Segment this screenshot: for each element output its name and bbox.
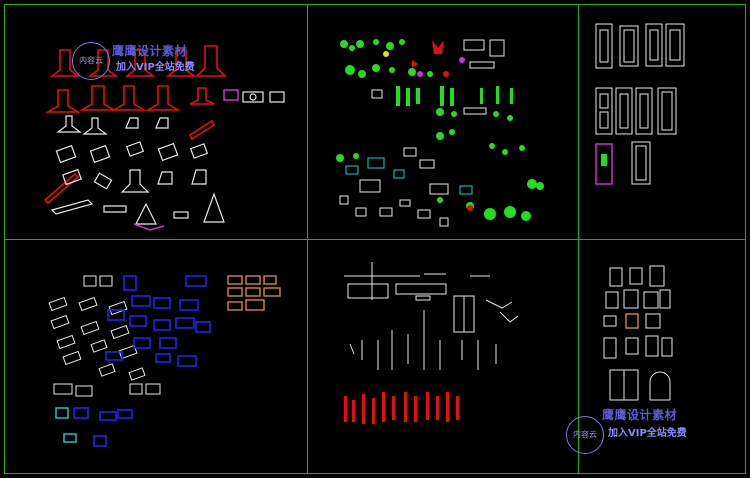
watermark-subtitle: 加入VIP全站免费 [608,428,687,439]
watermark-title: 鹰鹰设计素材 [602,408,678,422]
watermark-subtitle: 加入VIP全站免费 [116,62,195,73]
door-icon [595,23,685,185]
watermark-logo: 内容云 [72,42,110,80]
watermark-top: 内容云 鹰鹰设计素材 加入VIP全站免费 [62,40,212,80]
sink-icon [48,275,281,447]
plant-icon [336,39,544,227]
range-hood-icon [43,45,285,231]
watermark-title: 鹰鹰设计素材 [112,44,188,58]
window-icon [603,265,673,401]
watermark-bottom: 内容云 鹰鹰设计素材 加入VIP全站免费 [558,402,708,454]
lamp-icon [344,262,519,424]
panel-frame-windows [578,239,746,474]
watermark-logo: 内容云 [566,416,604,454]
